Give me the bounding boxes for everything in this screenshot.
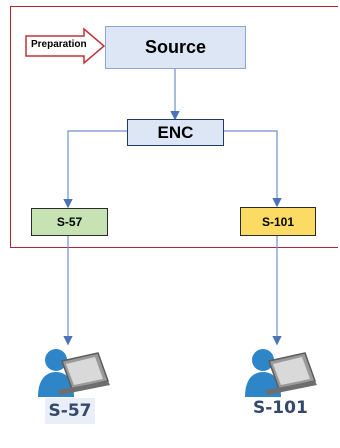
process-frame <box>10 6 338 248</box>
s57-user-label: S-57 <box>45 398 95 424</box>
preparation-label: Preparation <box>31 39 87 50</box>
s101-user-label: S-101 <box>253 398 308 418</box>
enc-to-s57-connector <box>63 130 127 209</box>
enc-box: ENC <box>127 119 224 146</box>
user-laptop-icon <box>38 349 110 397</box>
s101-product-box: S-101 <box>240 207 316 236</box>
preparation-arrow-shape <box>25 27 106 65</box>
user-laptop-icon <box>245 349 317 397</box>
source-box: Source <box>105 26 246 69</box>
enc-to-s101-connector <box>224 130 282 208</box>
s57-product-box: S-57 <box>31 208 108 236</box>
